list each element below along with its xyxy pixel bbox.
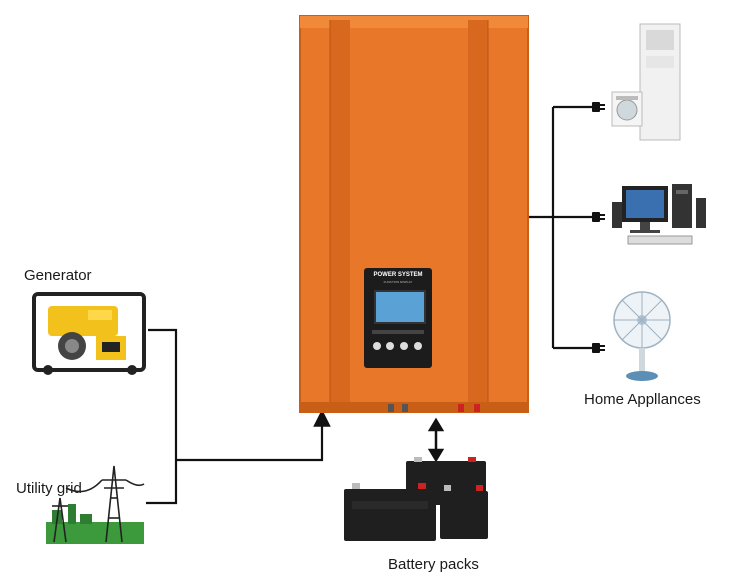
panel-button[interactable] <box>386 342 394 350</box>
battery-front-right <box>440 485 488 539</box>
computer-icon <box>612 184 706 245</box>
control-panel: POWER SYSTEM FUNCTION DISPLAY <box>364 268 432 368</box>
generator-label: Generator <box>24 267 92 284</box>
home-appliances-label: Home Appllances <box>584 391 701 408</box>
brand-text: POWER SYSTEM <box>373 272 423 278</box>
battery-front-left <box>344 483 436 541</box>
battery-packs-icon <box>344 457 488 541</box>
lcd-display <box>374 290 426 324</box>
panel-button[interactable] <box>373 342 381 350</box>
battery-packs-label: Battery packs <box>388 556 479 573</box>
brand-subtext: FUNCTION DISPLAY <box>383 280 413 284</box>
output-wires <box>528 105 593 350</box>
panel-button[interactable] <box>400 342 408 350</box>
utility-grid-label: Utility grid <box>16 480 82 497</box>
generator-icon <box>32 292 146 375</box>
panel-button[interactable] <box>414 342 422 350</box>
fan-icon <box>613 291 671 381</box>
inverter-unit <box>299 15 529 413</box>
utility-grid-icon <box>46 465 145 544</box>
battery-link-arrow <box>427 417 445 463</box>
plug-icons <box>592 102 605 353</box>
input-wires <box>146 328 331 505</box>
indicator-strip <box>372 330 424 334</box>
air-conditioner-icon <box>611 23 681 141</box>
